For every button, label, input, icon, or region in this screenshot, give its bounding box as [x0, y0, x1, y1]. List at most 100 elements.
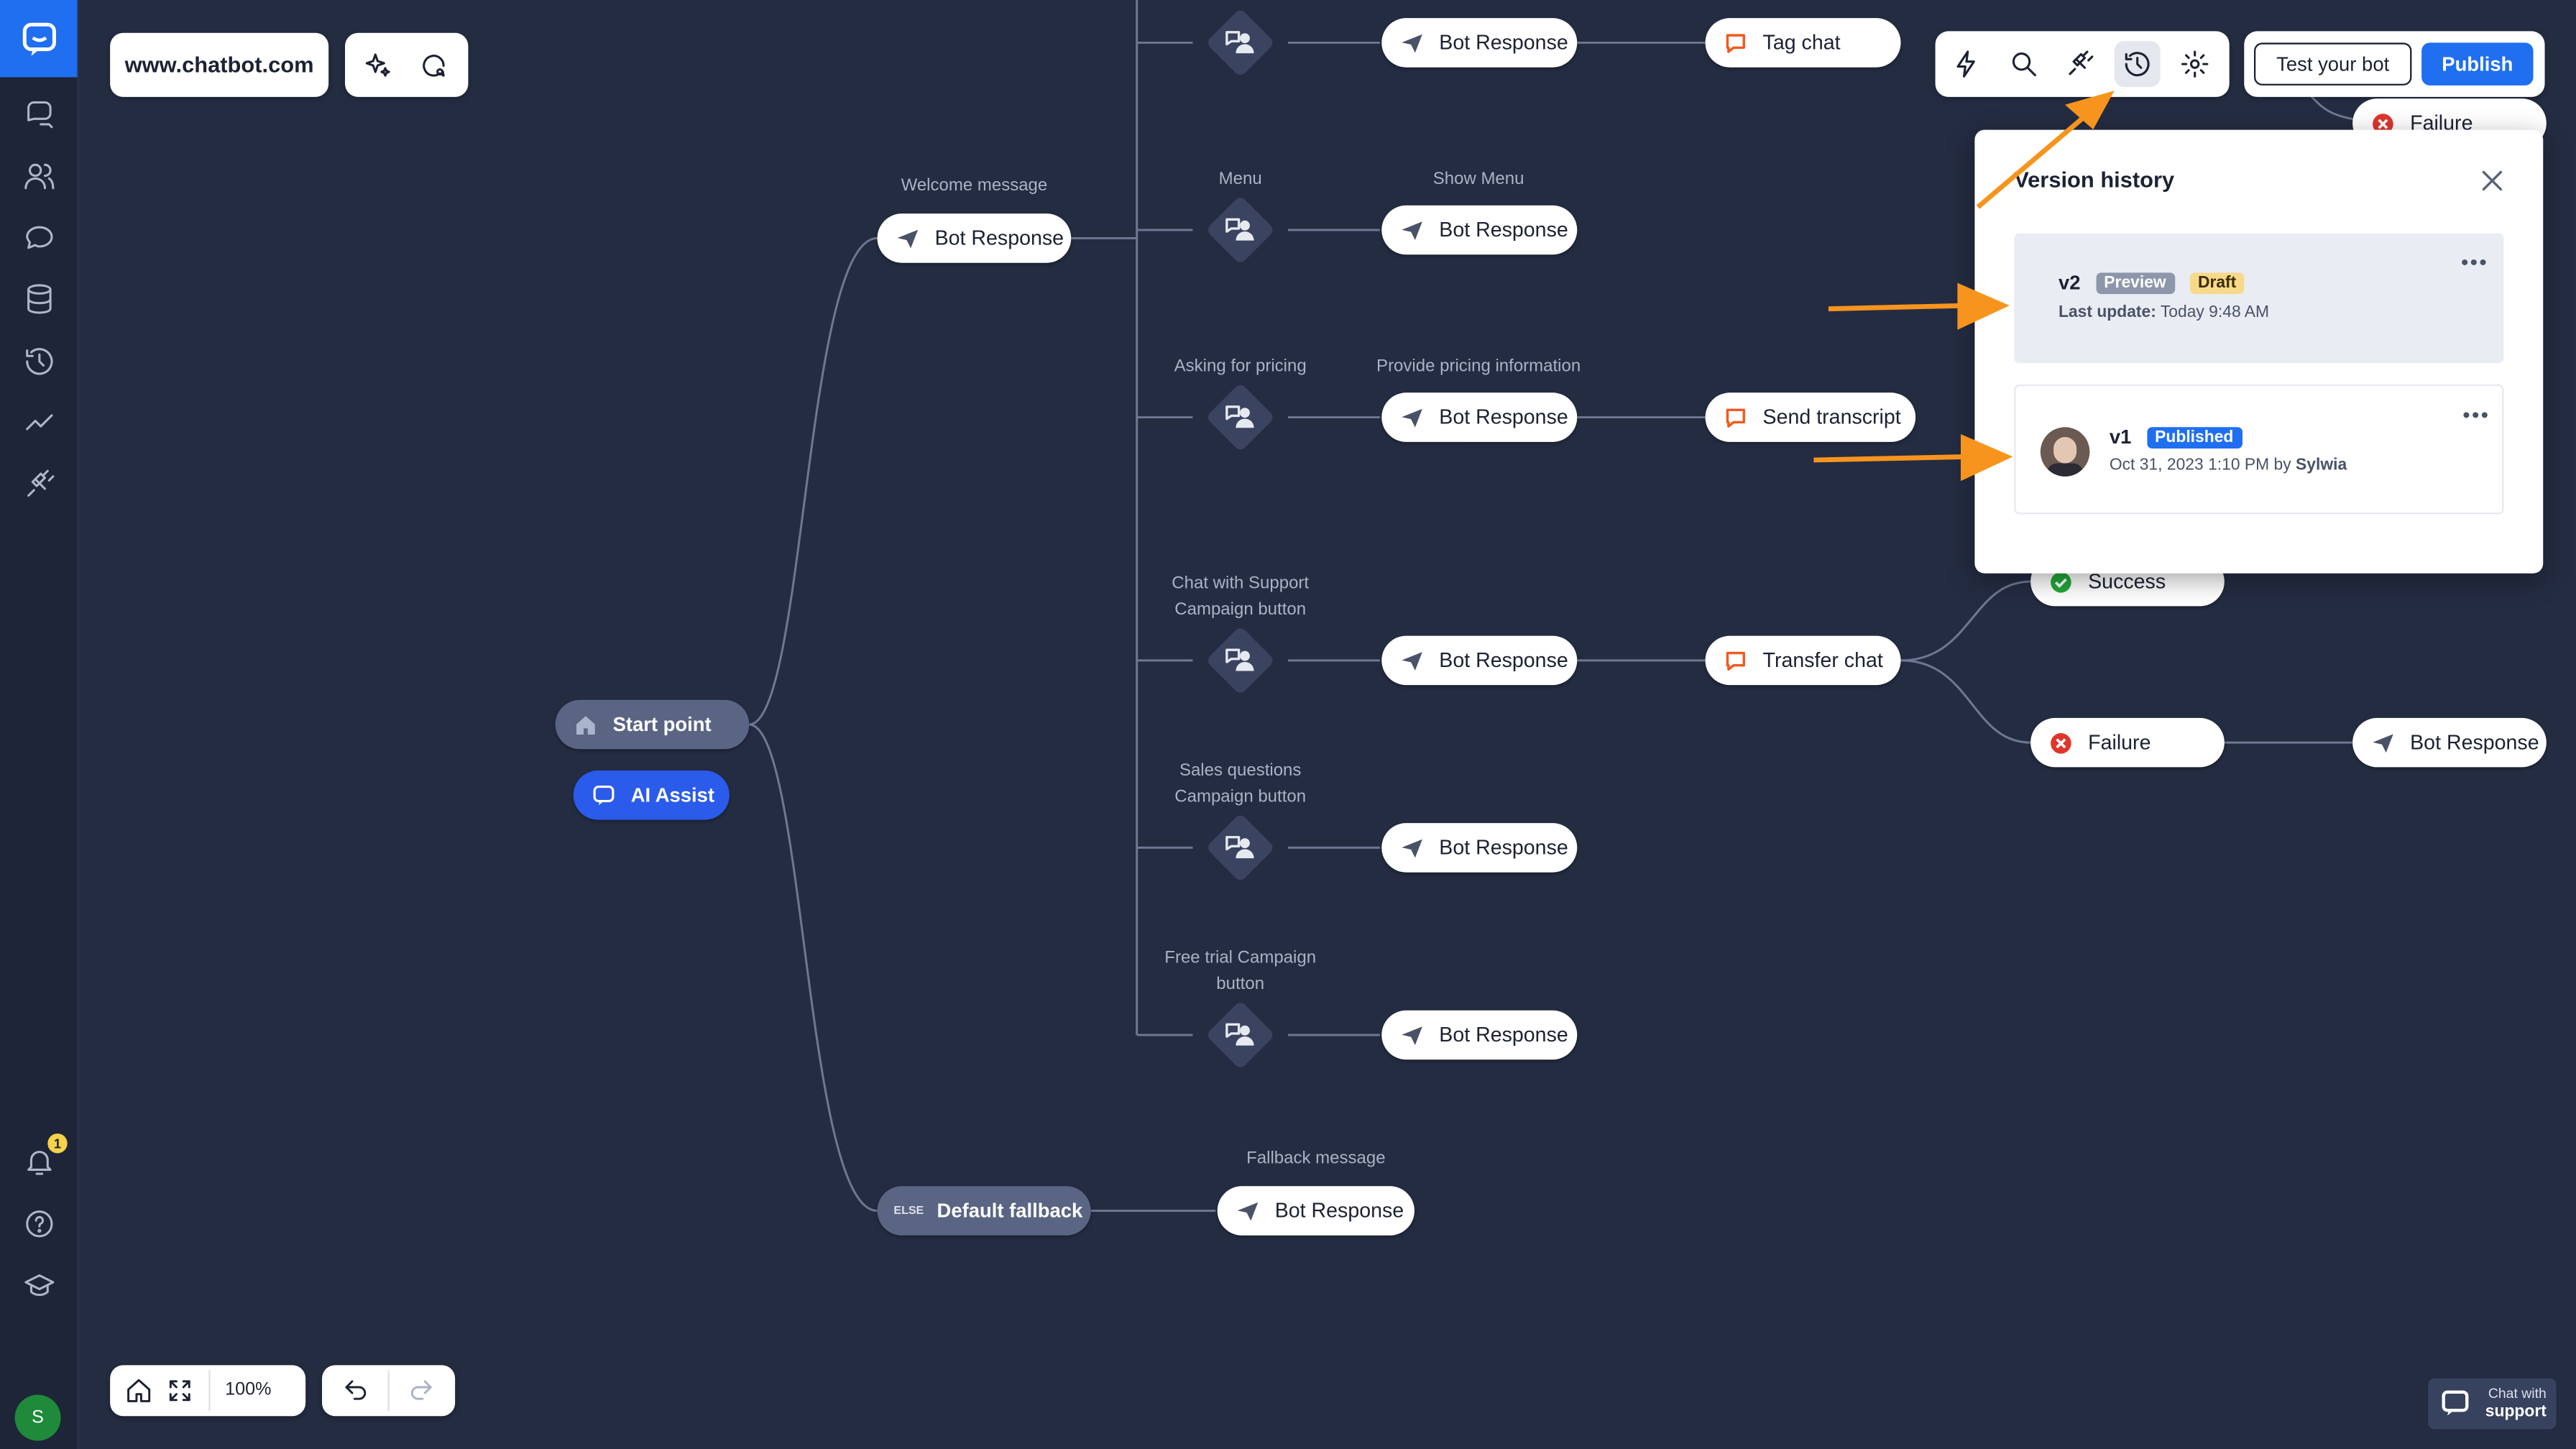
failure-bot-response-node[interactable]: Bot Response [2352, 717, 2547, 768]
default-fallback-label: Default fallback [937, 1199, 1083, 1223]
redo-icon[interactable] [401, 1370, 441, 1409]
test-bot-button[interactable]: Test your bot [2253, 42, 2412, 86]
version-menu-icon[interactable]: ••• [2462, 402, 2490, 428]
help-icon[interactable] [19, 1204, 59, 1243]
settings-gear-icon[interactable] [2172, 41, 2218, 87]
welcome-bot-response-node[interactable]: Bot Response [877, 213, 1072, 263]
bot-response-label: Bot Response [1274, 1199, 1404, 1223]
chatbot-logo-icon[interactable] [0, 0, 78, 78]
ai-assist-label: AI Assist [630, 783, 715, 807]
users-icon[interactable] [19, 156, 59, 196]
tag-chat-node[interactable]: Tag chat [1705, 18, 1901, 68]
version-meta: Oct 31, 2023 1:10 PM by Sylwia [2110, 456, 2347, 474]
user-avatar[interactable]: S [14, 1394, 61, 1441]
send-arrow-icon [1402, 408, 1422, 427]
support-line2: support [2485, 1402, 2547, 1422]
pricing-bot-response-node[interactable]: Bot Response [1381, 392, 1578, 442]
home-icon [576, 715, 595, 734]
user-input-icon [1225, 1023, 1254, 1046]
version-author: Sylwia [2296, 456, 2347, 475]
send-arrow-icon [1237, 1201, 1259, 1220]
integrations-icon[interactable] [19, 465, 59, 505]
send-arrow-icon [2373, 733, 2393, 752]
search-icon[interactable] [2001, 41, 2047, 87]
chats-icon[interactable] [19, 93, 59, 133]
left-sidebar: 1 S [0, 0, 79, 1449]
site-name-box[interactable]: www.chatbot.com [110, 32, 329, 97]
user-input-icon [1225, 405, 1254, 428]
show-menu-bot-response-node[interactable]: Bot Response [1381, 205, 1578, 255]
chat-with-support-button[interactable]: Chat with support [2428, 1378, 2557, 1430]
send-transcript-label: Send transcript [1762, 405, 1901, 429]
bot-response-label: Bot Response [1439, 648, 1568, 672]
trial-bot-response-node[interactable]: Bot Response [1381, 1010, 1578, 1060]
version-card-v1[interactable]: ••• v1 Published Oct 31, 2023 1:10 PM by… [2014, 384, 2504, 515]
check-circle-icon [2051, 571, 2071, 592]
test-bot-label: Test your bot [2276, 52, 2390, 76]
version-name: v1 Published [2110, 426, 2242, 448]
publish-label: Publish [2442, 52, 2513, 76]
transfer-chat-node[interactable]: Transfer chat [1705, 635, 1901, 686]
support-label: Chat with support [2480, 1384, 2547, 1422]
user-input-icon [1225, 836, 1254, 859]
bot-response-label: Bot Response [1439, 836, 1568, 860]
version-history-icon[interactable] [2114, 41, 2161, 88]
view-controls: 100% [110, 1365, 306, 1417]
failure-label: Failure [2088, 731, 2151, 755]
last-update-label: Last update: [2058, 303, 2156, 322]
integration-plug-icon[interactable] [2057, 41, 2103, 87]
version-card-v2[interactable]: ••• v2 Preview Draft Last update: Today … [2014, 233, 2504, 364]
sales-label-line1: Sales questions [1179, 760, 1302, 781]
send-arrow-icon [1402, 838, 1422, 857]
preview-badge: Preview [2095, 272, 2175, 295]
database-icon[interactable] [19, 280, 59, 319]
fallback-bot-response-node[interactable]: Bot Response [1217, 1186, 1414, 1236]
chat-support-label-line2: Campaign button [1174, 599, 1307, 620]
send-arrow-icon [1402, 33, 1422, 52]
home-icon[interactable] [119, 1370, 158, 1409]
bot-response-node[interactable]: Bot Response [1381, 18, 1578, 68]
bot-response-label: Bot Response [1439, 218, 1568, 242]
version-meta: Last update: Today 9:48 AM [2058, 304, 2269, 322]
send-arrow-icon [897, 229, 919, 248]
chat-action-icon [1726, 33, 1745, 52]
academy-icon[interactable] [19, 1266, 59, 1306]
history-icon[interactable] [19, 341, 59, 381]
close-icon[interactable] [2478, 166, 2507, 196]
draft-badge: Draft [2189, 272, 2245, 295]
sales-bot-response-node[interactable]: Bot Response [1381, 823, 1578, 873]
send-transcript-node[interactable]: Send transcript [1705, 392, 1916, 442]
zoom-level[interactable]: 100% [225, 1379, 272, 1400]
undo-icon[interactable] [335, 1370, 374, 1409]
chat-action-icon [1726, 650, 1745, 670]
default-fallback-node[interactable]: ELSE Default fallback [877, 1186, 1091, 1236]
version-menu-icon[interactable]: ••• [2460, 249, 2489, 275]
version-name-text: v2 [2058, 271, 2081, 295]
x-circle-icon [2373, 113, 2393, 134]
publish-button[interactable]: Publish [2421, 42, 2534, 86]
version-date: Oct 31, 2023 1:10 PM by [2109, 456, 2291, 475]
support-bot-response-node[interactable]: Bot Response [1381, 635, 1578, 686]
sparkles-icon[interactable] [355, 42, 401, 88]
conversation-icon[interactable] [19, 218, 59, 258]
send-arrow-icon [1402, 650, 1422, 670]
user-input-icon [1225, 218, 1254, 241]
fit-screen-icon[interactable] [160, 1370, 199, 1409]
user-input-icon [1225, 648, 1254, 671]
lightning-icon[interactable] [1944, 41, 1990, 87]
start-point-node[interactable]: Start point [555, 699, 750, 750]
analytics-icon[interactable] [19, 402, 59, 442]
bell-icon[interactable] [19, 1142, 59, 1182]
failure-node[interactable]: Failure [2030, 717, 2225, 768]
send-arrow-icon [1402, 1026, 1422, 1044]
author-avatar [2040, 427, 2090, 477]
chat-search-icon[interactable] [410, 42, 456, 88]
support-line1: Chat with [2488, 1384, 2547, 1402]
published-badge: Published [2146, 427, 2242, 448]
tag-chat-label: Tag chat [1762, 31, 1841, 55]
ai-assist-button[interactable]: AI Assist [573, 770, 730, 820]
version-name-text: v1 [2109, 425, 2132, 448]
version-history-title: Version history [2014, 167, 2175, 193]
notification-badge: 1 [47, 1133, 68, 1154]
